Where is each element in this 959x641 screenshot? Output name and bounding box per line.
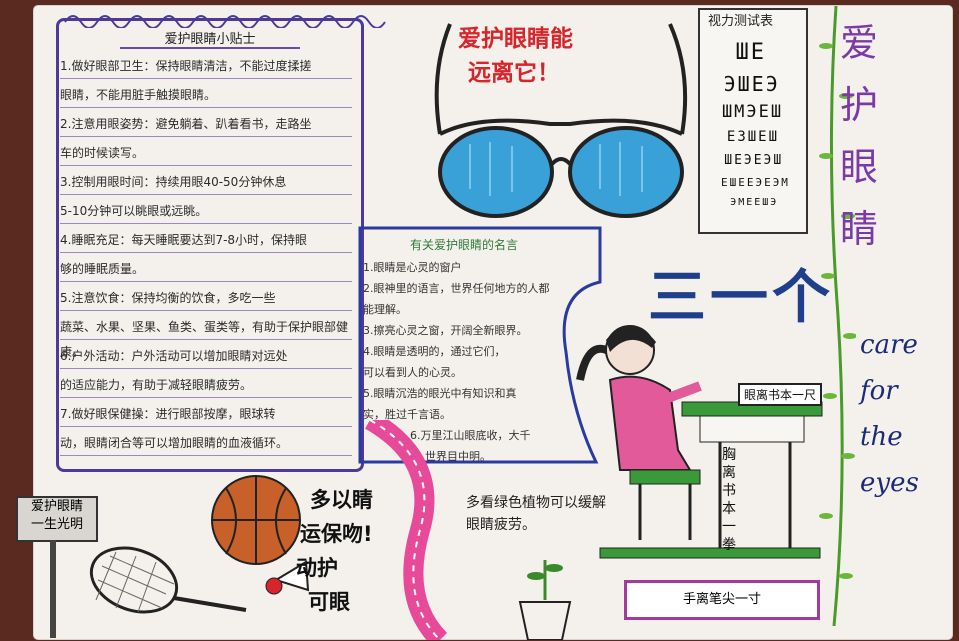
motto-sign: 爱护眼睛 一生光明	[16, 496, 98, 542]
sport-slogan-line: 动护	[296, 556, 338, 580]
tip-line: 的适应能力，有助于减轻眼睛疲劳。	[60, 378, 253, 392]
eye-chart-row: ЕЗШЕШ	[726, 129, 780, 145]
hand-distance-label: 手离笔尖一寸	[624, 580, 820, 620]
tip-line: 3.控制用眼时间：持续用眼40-50分钟休息	[60, 175, 287, 189]
tip-line: 4.睡眠充足：每天睡眠要达到7-8小时，保持眼	[60, 233, 308, 247]
vertical-title-char: 爱	[840, 21, 879, 65]
quote-line: 1.眼睛是心灵的窗户	[363, 261, 462, 274]
tip-rule	[60, 455, 352, 456]
glasses-title-line2: 远离它！	[468, 60, 560, 86]
quotes-title: 有关爱护眼睛的名言	[410, 238, 519, 252]
quote-line: 世界目中明。	[425, 450, 491, 463]
tip-line: 2.注意用眼姿势：避免躺着、趴着看书，走路坐	[60, 117, 312, 131]
tip-line: 动，眼睛闭合等可以增加眼睛的血液循环。	[60, 436, 289, 450]
quotes-frame	[358, 226, 602, 464]
quote-line: 6.万里江山眼底收，大千	[410, 429, 531, 442]
sport-slogan-line: 可眼	[308, 590, 350, 614]
tip-rule	[60, 368, 352, 369]
girl-at-desk-drawing	[576, 325, 823, 559]
vine-decoration	[819, 6, 856, 626]
quote-line: 实，胜过千言语。	[363, 408, 451, 421]
tip-rule	[60, 165, 352, 166]
tip-rule	[60, 310, 352, 311]
tip-rule	[60, 107, 352, 108]
plant-text: 多看绿色植物可以缓解眼睛疲劳。	[466, 495, 606, 533]
eye-chart-title: 视力测试表	[708, 14, 774, 29]
vertical-title-char: 护	[840, 83, 879, 127]
tip-line: 车的时候读写。	[60, 146, 145, 160]
sports-drawing	[89, 475, 310, 614]
tip-rule	[60, 194, 352, 195]
quote-line: 能理解。	[363, 303, 407, 316]
glasses-drawing	[434, 23, 688, 218]
glasses-title: 爱护眼睛能 远离它！	[458, 22, 648, 90]
tip-line: 7.做好眼保健操：进行眼部按摩，眼球转	[60, 407, 276, 421]
eye-chart-row: ШЕЭЕЭШ	[724, 153, 784, 168]
eye-chart-row: ШМЭEШ	[721, 102, 784, 122]
tip-rule	[60, 78, 352, 79]
quote-line: 2.眼神里的语言，世界任何地方的人都	[363, 282, 550, 295]
english-word: care	[860, 330, 918, 360]
eye-chart-row: ЭШEЭ	[723, 72, 780, 96]
potted-plant-drawing	[518, 560, 572, 640]
tip-line: 蔬菜、水果、坚果、鱼类、蛋类等，有助于保护眼部健康。	[60, 320, 349, 359]
road-decoration	[364, 420, 448, 640]
tip-rule	[60, 223, 352, 224]
tip-rule	[60, 426, 352, 427]
tip-line: 1.做好眼部卫生：保持眼睛清洁，不能过度揉搓	[60, 59, 312, 73]
tip-rule	[60, 281, 352, 282]
tip-rule	[60, 252, 352, 253]
chest-distance-label: 胸离书本一拳	[722, 447, 736, 553]
quote-line: 4.眼睛是透明的，通过它们，	[363, 345, 506, 358]
tip-line: 眼睛，不能用脏手触摸眼睛。	[60, 88, 217, 102]
tips-title: 爱护眼睛小贴士	[120, 28, 300, 49]
tip-rule	[60, 136, 352, 137]
english-word: the	[860, 422, 903, 452]
three-one-heading: 三一个	[648, 263, 835, 331]
sport-slogan-line: 多以睛	[310, 488, 373, 512]
swirl-border-top	[64, 15, 386, 28]
tip-line: 5.注意饮食：保持均衡的饮食，多吃一些	[60, 291, 276, 305]
quote-line: 可以看到人的心灵。	[363, 366, 462, 379]
eye-chart-row: ЕШЕЕЭЕЭМ	[720, 176, 790, 189]
glasses-title-line1: 爱护眼睛能	[458, 26, 573, 52]
motto-sign-line2: 一生光明	[30, 517, 83, 532]
sport-slogan-line: 运保吻!	[300, 522, 373, 546]
quote-line: 5.眼睛沉浩的眼光中有知识和真	[363, 387, 517, 400]
english-word: eyes	[860, 468, 919, 498]
eye-chart-row: ШE	[735, 40, 766, 65]
tip-rule	[60, 339, 352, 340]
motto-sign-line1: 爱护眼睛	[30, 499, 83, 514]
eye-chart-row: ЭМЕЕШЭ	[730, 197, 779, 208]
eye-chart-frame	[698, 8, 808, 234]
tip-line: 够的睡眠质量。	[60, 262, 145, 276]
vertical-title-char: 睛	[840, 207, 879, 251]
tip-line: 5-10分钟可以眺眼或远眺。	[60, 204, 208, 218]
book-distance-label: 眼离书本一尺	[738, 383, 823, 406]
sign-post	[50, 540, 56, 638]
english-word: for	[860, 376, 898, 406]
tip-rule	[60, 397, 352, 398]
tips-frame	[56, 18, 364, 472]
vertical-title-char: 眼	[840, 145, 879, 189]
quote-line: 3.擦亮心灵之窗，开阔全新眼界。	[363, 324, 528, 337]
tip-line: 6.户外活动：户外活动可以增加眼睛对远处	[60, 349, 288, 363]
